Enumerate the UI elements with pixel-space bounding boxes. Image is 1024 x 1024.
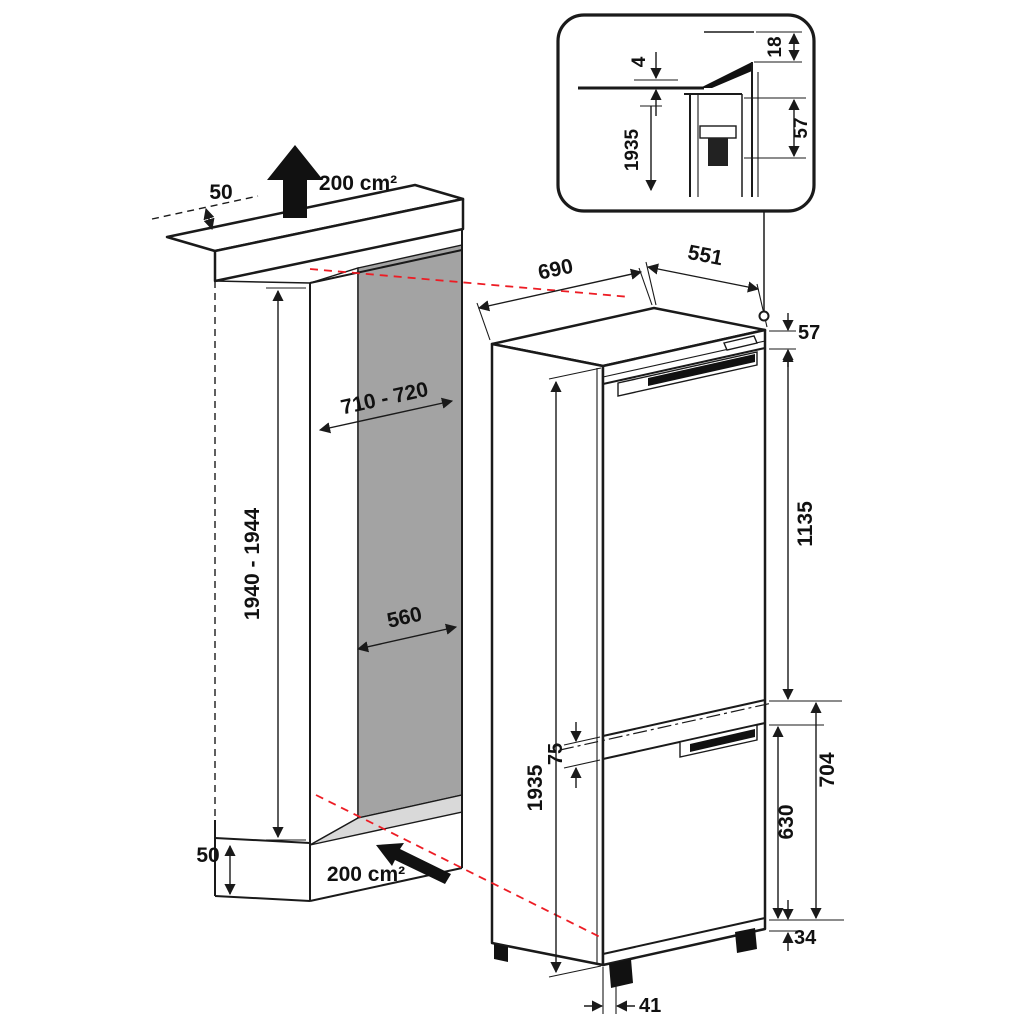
inset-panel-thickness-label: 18 bbox=[765, 36, 786, 57]
door-split-centerline bbox=[559, 702, 773, 751]
niche-height-label: 1940 - 1944 bbox=[241, 508, 264, 620]
lower-section-label: 704 bbox=[816, 752, 839, 787]
ext-line bbox=[548, 965, 602, 978]
inset-height-label: 1935 bbox=[622, 128, 643, 171]
fridge-dimensions: 690 551 57 1135 75 630 704 34 41 bbox=[476, 241, 844, 1017]
inset-hinge-clearance-label: 57 bbox=[791, 117, 812, 138]
upper-door-label: 1135 bbox=[794, 501, 817, 547]
fridge-top-hinge-label: 57 bbox=[798, 322, 820, 344]
niche-bottom-clearance-label: 50 bbox=[196, 844, 219, 867]
detail-inset: 4 18 57 1935 bbox=[556, 13, 816, 322]
front-left-foot bbox=[609, 959, 633, 988]
fridge-body bbox=[490, 306, 773, 988]
fridge-width-dimension-line bbox=[646, 263, 760, 293]
niche-opening-top-edge bbox=[309, 249, 463, 284]
niche-inner-left-wall bbox=[309, 267, 359, 847]
niche-plinth-bottom-left-edge bbox=[214, 895, 311, 902]
niche-body bbox=[151, 145, 465, 902]
inset-hinge-plate bbox=[699, 125, 737, 139]
back-left-foot bbox=[494, 944, 508, 962]
inset-gap-label: 4 bbox=[629, 56, 650, 67]
niche-left-wall-top-edge bbox=[214, 280, 311, 284]
inset-panel-wedge bbox=[700, 62, 752, 88]
fridge-depth-dimension-line bbox=[477, 268, 643, 312]
lower-door-handle-bar bbox=[690, 729, 755, 752]
niche-hidden-wall-edge bbox=[151, 195, 259, 220]
ext-line bbox=[548, 367, 602, 380]
base-height-label: 34 bbox=[794, 927, 817, 949]
niche-top-clearance-dimension-line bbox=[203, 207, 215, 231]
niche-top-clearance-label: 50 bbox=[209, 181, 232, 204]
ext-line bbox=[563, 759, 601, 769]
projection-line-bottom bbox=[315, 794, 601, 938]
ext-line bbox=[476, 302, 491, 341]
lower-door-label: 630 bbox=[775, 804, 798, 839]
upper-door-handle-bar bbox=[648, 354, 755, 386]
inset-hinge-body bbox=[708, 138, 728, 166]
base-recess-label: 41 bbox=[639, 995, 661, 1017]
airflow-up-arrow-icon bbox=[267, 145, 323, 218]
fridge-height-label: 1935 bbox=[524, 764, 547, 811]
niche-depth-dimension-line bbox=[356, 623, 458, 653]
fridge-front-face bbox=[601, 328, 767, 967]
fridge-width-label: 551 bbox=[686, 241, 725, 270]
airflow-in-arrow-icon bbox=[376, 843, 451, 884]
fridge-side-face bbox=[490, 342, 605, 967]
upper-door-top-edge bbox=[602, 347, 766, 385]
top-hinge-cover bbox=[723, 335, 758, 351]
niche-bottom-vent-area-label: 200 cm² bbox=[327, 863, 405, 886]
niche-plinth-top-left-edge bbox=[214, 837, 311, 844]
niche-top-vent-area-label: 200 cm² bbox=[319, 172, 397, 195]
ext-line bbox=[638, 267, 653, 306]
upper-door-bottom-edge bbox=[602, 699, 766, 737]
niche-back-panel bbox=[357, 244, 463, 819]
inset-leader-marker bbox=[758, 310, 770, 322]
lower-door-bottom-edge bbox=[602, 917, 766, 955]
fridge-depth-label: 690 bbox=[536, 255, 575, 285]
ext-line bbox=[563, 736, 601, 746]
front-right-foot bbox=[735, 928, 757, 953]
niche-width-dimension-line bbox=[318, 397, 454, 434]
